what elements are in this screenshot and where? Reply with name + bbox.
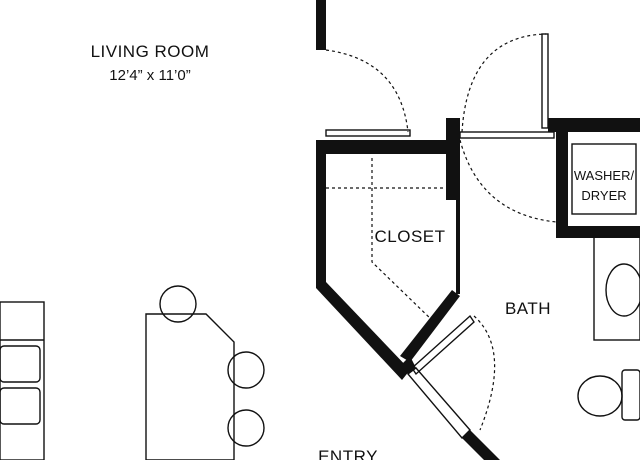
- washer-dryer-box: [571, 143, 637, 215]
- bath-label: BATH: [505, 299, 551, 318]
- washer-bottom-wall: [556, 226, 640, 238]
- entry-wall: [462, 430, 500, 460]
- washer-left-wall: [556, 118, 568, 236]
- living-room-label: LIVING ROOM: [91, 42, 210, 61]
- kitchen-island: [145, 313, 235, 460]
- living-door-leaf: [325, 129, 411, 137]
- entry-door-frame: [406, 367, 471, 440]
- bath-lower-door-leaf: [411, 314, 475, 376]
- closet-rod-line: [371, 158, 435, 323]
- closet-label: CLOSET: [374, 227, 445, 246]
- washer-top-wall: [548, 118, 640, 132]
- closet-right-wall-lower: [456, 154, 460, 294]
- closet-left-wall: [316, 140, 326, 288]
- closet-diagonal-wall: [316, 282, 410, 380]
- closet-top-wall: [316, 140, 456, 154]
- living-room-dimensions: 12’4” x 11’0”: [109, 67, 190, 84]
- washer-door-swing: [459, 139, 557, 223]
- bath-upper-door-leaf: [459, 131, 555, 139]
- dryer-label: DRYER: [581, 188, 626, 203]
- toilet-bowl-icon: [577, 375, 623, 417]
- sink-icon: [605, 263, 640, 317]
- closet-bottom-diagonal: [400, 290, 460, 362]
- stool-icon: [227, 409, 265, 447]
- bath-upper-door-jamb: [541, 33, 549, 129]
- range-burner-top: [0, 345, 41, 383]
- bath-lower-door-swing: [473, 315, 496, 431]
- range-burner-bottom: [0, 387, 41, 425]
- bath-upper-door-swing: [461, 33, 547, 133]
- entry-label: ENTRY: [318, 447, 378, 460]
- entry-wall-left: [400, 356, 416, 374]
- living-door-swing: [325, 49, 409, 133]
- vanity: [593, 235, 640, 341]
- wall-top-stub: [316, 0, 326, 50]
- stool-icon: [227, 351, 265, 389]
- range-outer: [0, 301, 45, 460]
- washer-label: WASHER/: [574, 168, 635, 183]
- stool-icon: [159, 285, 197, 323]
- toilet-tank-icon: [621, 369, 640, 421]
